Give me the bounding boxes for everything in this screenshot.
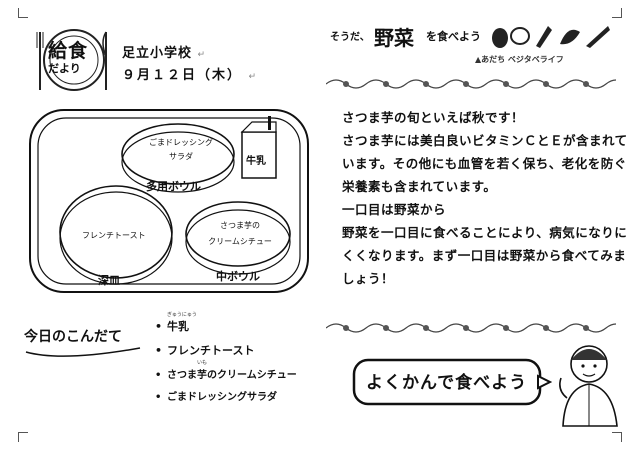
- banner-suffix: を食べよう: [426, 30, 481, 43]
- article-line: 一口目は野菜から: [342, 202, 447, 217]
- article-line: さつま芋の旬といえば秋です！: [342, 110, 525, 125]
- menu-heading-swash: [25, 347, 141, 357]
- banner-prefix: そうだ、: [330, 32, 370, 43]
- chewing-callout: よくかんで食べよう: [352, 358, 553, 406]
- speech-bubble: [352, 358, 553, 406]
- dish-caption-multi-bowl: 多用ボウル: [146, 180, 201, 193]
- nutritionist-icon: [559, 345, 618, 427]
- menu-item: •フレンチトースト: [155, 344, 255, 357]
- callout-text: よくかんで食べよう: [366, 373, 528, 393]
- plate-icon: [36, 29, 107, 91]
- tray-outline: [29, 109, 309, 293]
- crop-mark-top-left: [18, 8, 28, 18]
- vegetables-icon: [492, 26, 610, 48]
- banner-subtitle: ▲あだち ベジタベライフ: [475, 55, 564, 64]
- menu-item: •ごまドレッシングサラダ: [155, 392, 277, 403]
- menu-item: いも•さつま芋のクリームシチュー: [155, 360, 297, 381]
- dish-label-stew: さつま芋の クリームシチュー: [208, 221, 272, 246]
- crop-mark-top-right: [612, 8, 622, 18]
- crop-mark-bottom-left: [18, 432, 28, 442]
- dish-label-french-toast: フレンチトースト: [82, 231, 146, 240]
- menu-heading: 今日のこんだて: [22, 322, 142, 362]
- article-line: くくなります。まず一口目は野菜から食べてみま: [342, 248, 627, 263]
- school-name: 足立小学校 ↵: [122, 46, 207, 61]
- dish-caption-milk: 牛乳: [246, 156, 266, 167]
- banner-title: 野菜: [374, 26, 414, 50]
- crop-mark-bottom-right: [612, 432, 622, 442]
- lunch-tray-diagram: ごまドレッシング サラダ 多用ボウル フレンチトースト 深皿 さつま芋の クリー…: [28, 106, 310, 296]
- menu-heading-text: 今日のこんだて: [24, 329, 122, 345]
- logo-subtitle: だより: [48, 62, 81, 75]
- article-line: います。その他にも血管を若く保ち、老化を防ぐ: [342, 156, 627, 171]
- article-line: さつま芋には美白良いビタミンＣとＥが含まれて: [342, 133, 628, 148]
- vegetable-border-bottom: [326, 323, 616, 333]
- issue-date: ９月１２日（木） ↵: [122, 68, 259, 83]
- dish-caption-medium-bowl: 中ボウル: [216, 270, 260, 283]
- dish-caption-deep-plate: 深皿: [98, 274, 120, 287]
- menu-item: ぎゅうにゅう•牛乳: [155, 312, 197, 333]
- article-line: しょう！: [342, 271, 395, 286]
- logo-title: 給食: [48, 40, 89, 62]
- dish-label-salad: ごまドレッシング サラダ: [149, 138, 213, 161]
- article-line: 栄養素も含まれています。: [342, 179, 497, 194]
- article-line: 野菜を一口目に食べることにより、病気になりに: [342, 225, 628, 240]
- article-body: さつま芋の旬といえば秋です！ さつま芋には美白良いビタミンＣとＥが含まれて いま…: [342, 106, 628, 290]
- vegetable-border-top: [326, 79, 616, 89]
- vegetable-banner: そうだ、 野菜 を食べよう ▲あだち ベジタベライフ: [330, 22, 612, 74]
- newsletter-logo: 給食 だより: [36, 26, 108, 96]
